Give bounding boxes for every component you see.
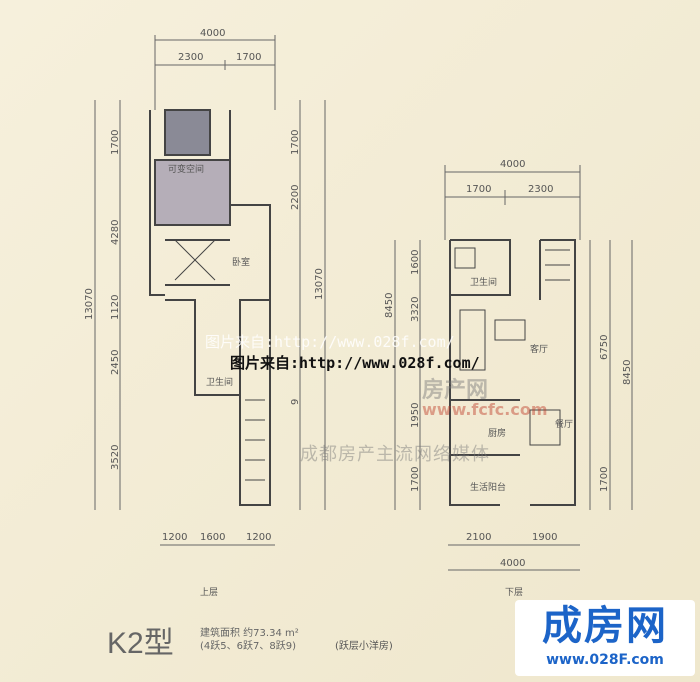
room-label: 卫生间 (470, 276, 497, 288)
house-type: (跃层小洋房) (335, 641, 393, 652)
room-label: 生活阳台 (470, 481, 506, 493)
watermark-url: 图片来自:http://www.028f.com/ (230, 354, 480, 372)
dim: 3320 (410, 297, 421, 322)
dim: 3520 (110, 445, 121, 470)
dim: 6750 (599, 335, 610, 360)
plan-type-title: K2型 (107, 627, 174, 660)
site-logo[interactable]: 成房网 www.028F.com (515, 600, 695, 676)
lower-floor-plan (449, 239, 576, 506)
logo-url: www.028F.com (546, 652, 664, 668)
room-label: 可变空间 (168, 163, 204, 175)
dim: 4000 (500, 558, 525, 569)
upper-dimensions: 4000 2300 1700 13070 1700 4280 1120 2450… (84, 28, 326, 546)
dim: 1700 (110, 130, 121, 155)
watermark-url-faint: 图片来自:http://www.028f.com/ (205, 333, 455, 351)
upper-floor-label: 上层 (200, 587, 218, 598)
upper-floor-plan (149, 109, 271, 506)
dim: 4000 (500, 159, 525, 170)
room-label: 客厅 (530, 343, 548, 355)
dim: 4280 (110, 220, 121, 245)
dim: 13070 (84, 288, 95, 320)
dim: 2200 (290, 185, 301, 210)
dim: 1200 (162, 532, 187, 543)
watermark-brand-url: www.fcfc.com (422, 400, 548, 419)
dim: 4000 (200, 28, 225, 39)
dim: 8450 (384, 293, 395, 318)
dim: 1700 (290, 130, 301, 155)
dim: 1600 (200, 532, 225, 543)
room-label: 厨房 (488, 427, 506, 439)
room-label: 卫生间 (206, 376, 233, 388)
dim: 1900 (532, 532, 557, 543)
dim: 8450 (622, 360, 633, 385)
dim: 2300 (178, 52, 203, 63)
dim: 1950 (410, 403, 421, 428)
dim: 1700 (410, 467, 421, 492)
lower-dimensions: 4000 1700 2300 1600 3320 1950 1700 8450 … (384, 159, 633, 571)
stairs (245, 399, 265, 481)
watermark-brand: 房产网 (422, 378, 489, 403)
dim: 1600 (410, 250, 421, 275)
dim: 1200 (246, 532, 271, 543)
dim: 9 (290, 399, 301, 405)
dim: 13070 (314, 268, 325, 300)
dim: 1120 (110, 295, 121, 320)
watermark-slogan: 成都房产主流网络媒体 (300, 444, 490, 465)
dim: 1700 (466, 184, 491, 195)
floor-area: 建筑面积 约73.34 m² (200, 628, 299, 639)
room-label: 餐厅 (555, 418, 573, 430)
dim: 1700 (236, 52, 261, 63)
unit-list: (4跃5、6跃7、8跃9) (200, 641, 296, 652)
dim: 2100 (466, 532, 491, 543)
dim: 1700 (599, 467, 610, 492)
dim: 2450 (110, 350, 121, 375)
dim: 2300 (528, 184, 553, 195)
logo-name: 成房网 (542, 603, 668, 649)
room-label: 卧室 (232, 256, 250, 268)
lower-floor-label: 下层 (505, 587, 523, 598)
